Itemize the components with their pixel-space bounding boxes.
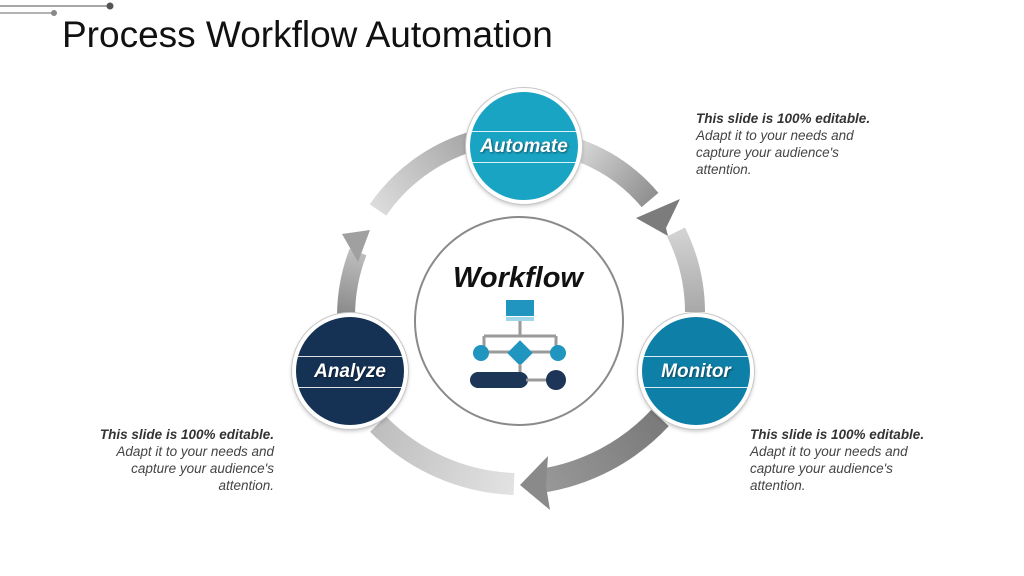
corner-decoration (0, 2, 114, 16)
arc-top-left-segment (369, 132, 474, 216)
note-body: Adapt it to your needs and capture your … (750, 444, 908, 493)
step-label: Analyze (314, 361, 386, 382)
arrow-automate-to-monitor (574, 139, 659, 208)
step-analyze: Analyze (292, 313, 408, 429)
note-top-right: This slide is 100% editable. Adapt it to… (696, 110, 892, 178)
arrow-monitor-to-analyze (538, 409, 669, 493)
arrowhead-right (636, 199, 680, 236)
flowchart-icon (470, 300, 566, 390)
note-body: Adapt it to your needs and capture your … (116, 444, 274, 493)
page-title: Process Workflow Automation (62, 14, 553, 55)
arc-right-segment (666, 227, 705, 313)
step-label: Monitor (661, 361, 731, 382)
arrow-analyze-to-automate (337, 248, 367, 317)
note-bottom-right: This slide is 100% editable. Adapt it to… (750, 426, 946, 494)
note-heading: This slide is 100% editable. (99, 427, 274, 442)
note-heading: This slide is 100% editable. (750, 427, 925, 442)
step-automate: Automate (466, 88, 582, 204)
step-monitor: Monitor (638, 313, 754, 429)
note-bottom-left: This slide is 100% editable. Adapt it to… (78, 426, 274, 494)
center-label: Workflow (453, 262, 583, 294)
arrowhead-left (342, 230, 370, 262)
step-label: Automate (480, 136, 568, 157)
note-body: Adapt it to your needs and capture your … (696, 128, 854, 177)
arc-bottom-segment (370, 416, 515, 495)
note-heading: This slide is 100% editable. (696, 111, 871, 126)
arrowhead-bottom (520, 456, 550, 510)
